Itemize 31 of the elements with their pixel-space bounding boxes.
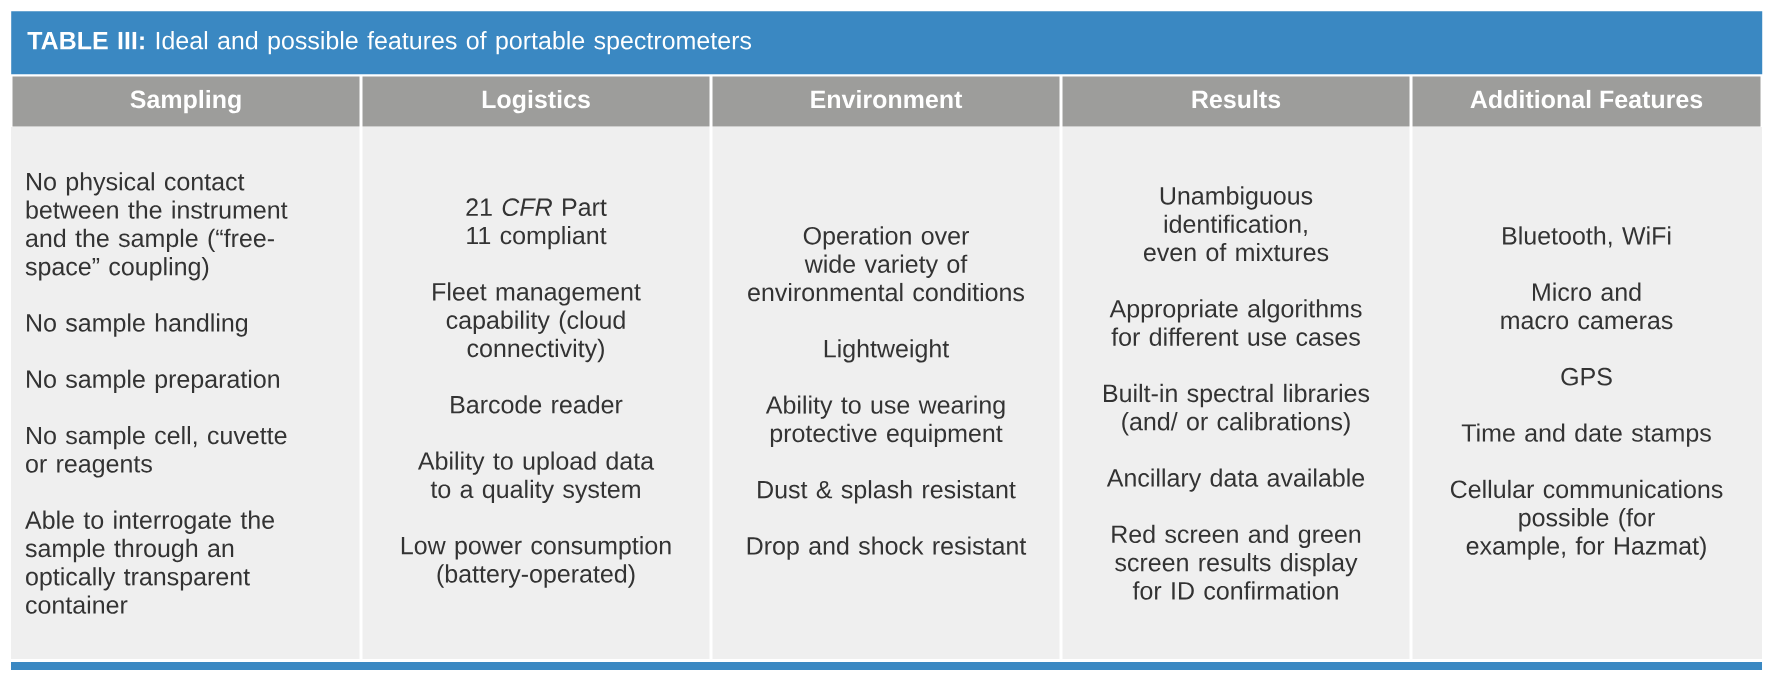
- table-cell-text: 21 CFR Part 11 compliant: [466, 198, 607, 250]
- table-cell-text: Ancillary data available: [1106, 468, 1365, 492]
- table-title: TABLE III: Ideal and possible features of portable spectrometers: [11, 11, 1763, 75]
- table-cell-text: Drop and shock resistant: [747, 536, 1027, 560]
- table-cell-text: Micro and macro cameras: [1501, 282, 1673, 330]
- column-header: Sampling: [12, 76, 360, 127]
- table-cell-text: Dust & splash resistant: [758, 480, 1016, 504]
- table-cell-text: Unambiguous identification, even of mixtures: [1144, 186, 1329, 262]
- column-header: Additional Features: [1412, 76, 1761, 127]
- table-cell-text: Ability to use wearing protective equipment: [765, 395, 1005, 448]
- table-cell-text: Built-in spectral libraries (and/ or calibrations): [1104, 383, 1370, 436]
- column-header: Logistics: [362, 76, 710, 127]
- table-cell-text: Low power consumption (battery-operated): [401, 536, 671, 588]
- table-cell-text: No physical contact between the instrument and the sample (“free-space” coupling): [25, 172, 288, 281]
- table-cell-text: No sample handling: [27, 313, 248, 337]
- table-cell-text: Bluetooth, WiFi: [1503, 226, 1671, 248]
- table-cell-text: GPS: [1561, 367, 1612, 386]
- column-header: Results: [1062, 76, 1410, 127]
- table-cell-text: Appropriate algorithms for different use cases: [1109, 299, 1362, 346]
- table-cell-text: Red screen and green screen results display for ID confirmation: [1112, 524, 1361, 600]
- table-cell-text: Ability to upload data to a quality system: [417, 451, 655, 504]
- table-cell-text: Barcode reader: [451, 395, 623, 414]
- table-cell-text: Time and date stamps: [1461, 423, 1711, 447]
- table-cell-text: Cellular communications possible (for example, for Hazmat): [1450, 479, 1723, 560]
- table-cell-text: No sample cell, cuvette or reagents: [26, 425, 287, 478]
- table-cell-text: Able to interrogate the sample through an optically transparent container: [25, 510, 274, 614]
- table-cell-text: Operation over wide variety of environmental conditions: [748, 226, 1024, 302]
- table-cell-text: Lightweight: [824, 339, 950, 363]
- table-cell-text: Fleet management capability (cloud connectivity): [433, 282, 641, 363]
- column-header: Environment: [712, 76, 1060, 127]
- table-cell-text: No sample preparation: [27, 369, 279, 393]
